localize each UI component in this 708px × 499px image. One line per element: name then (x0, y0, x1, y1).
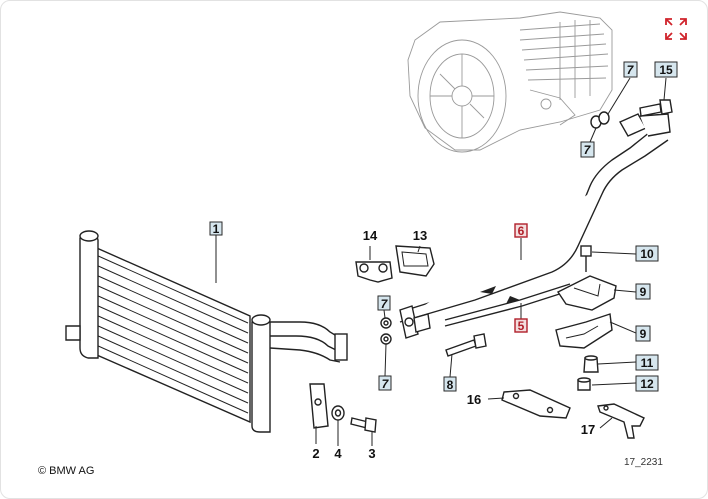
callout-7-d[interactable]: 7 (623, 61, 638, 78)
clamp-14 (355, 261, 393, 283)
svg-text:11: 11 (641, 356, 654, 370)
grommet-11 (583, 355, 599, 373)
bracket-9-upper (556, 275, 617, 311)
label-4[interactable]: 4 (334, 446, 342, 461)
clip-13 (395, 245, 435, 277)
svg-text:1: 1 (213, 222, 220, 236)
svg-text:10: 10 (640, 247, 654, 261)
svg-text:6: 6 (518, 224, 525, 238)
bolt-15 (639, 99, 673, 117)
sealing-rings (380, 111, 610, 345)
bolt-3 (350, 417, 377, 433)
callout-15[interactable]: 15 (654, 61, 678, 78)
svg-text:12: 12 (640, 377, 654, 391)
svg-text:8: 8 (447, 378, 454, 392)
svg-text:7: 7 (382, 377, 390, 391)
callout-7-c[interactable]: 7 (580, 141, 595, 158)
bracket-2 (309, 383, 329, 429)
washer-4 (331, 405, 345, 421)
svg-text:5: 5 (518, 319, 525, 333)
svg-text:7: 7 (584, 143, 592, 157)
callout-9-lower[interactable]: 9 (635, 325, 651, 342)
callout-5[interactable]: 5 (514, 318, 528, 333)
callout-6[interactable]: 6 (514, 223, 528, 238)
svg-text:7: 7 (627, 63, 635, 77)
callout-7-b[interactable]: 7 (378, 375, 392, 391)
label-14[interactable]: 14 (363, 228, 378, 243)
bolt-10 (580, 245, 592, 272)
label-3[interactable]: 3 (368, 446, 375, 461)
bolt-8 (445, 333, 487, 357)
callout-9-upper[interactable]: 9 (635, 283, 651, 300)
bush-12 (577, 377, 591, 391)
svg-text:7: 7 (381, 297, 389, 311)
callout-11[interactable]: 11 (635, 354, 659, 371)
callout-10[interactable]: 10 (635, 245, 659, 262)
leader-lines (215, 77, 667, 446)
callout-8[interactable]: 8 (443, 376, 457, 392)
transmission-outline (407, 11, 613, 153)
label-2[interactable]: 2 (312, 446, 319, 461)
label-17[interactable]: 17 (581, 422, 595, 437)
label-13[interactable]: 13 (413, 228, 427, 243)
figure-reference: 17_2231 (624, 457, 663, 468)
svg-text:9: 9 (640, 285, 647, 299)
label-16[interactable]: 16 (467, 392, 481, 407)
oil-lines (399, 113, 671, 339)
svg-text:15: 15 (659, 63, 673, 77)
bracket-9-lower (555, 313, 613, 349)
callout-7-a[interactable]: 7 (377, 295, 391, 311)
bracket-17 (597, 403, 645, 439)
svg-text:9: 9 (640, 327, 647, 341)
copyright-notice: © BMW AG (38, 465, 95, 477)
callout-12[interactable]: 12 (635, 375, 659, 392)
callout-1[interactable]: 1 (209, 221, 223, 236)
plate-16 (501, 389, 571, 419)
expand-arrows-icon[interactable] (663, 16, 689, 42)
oil-cooler (65, 230, 348, 433)
